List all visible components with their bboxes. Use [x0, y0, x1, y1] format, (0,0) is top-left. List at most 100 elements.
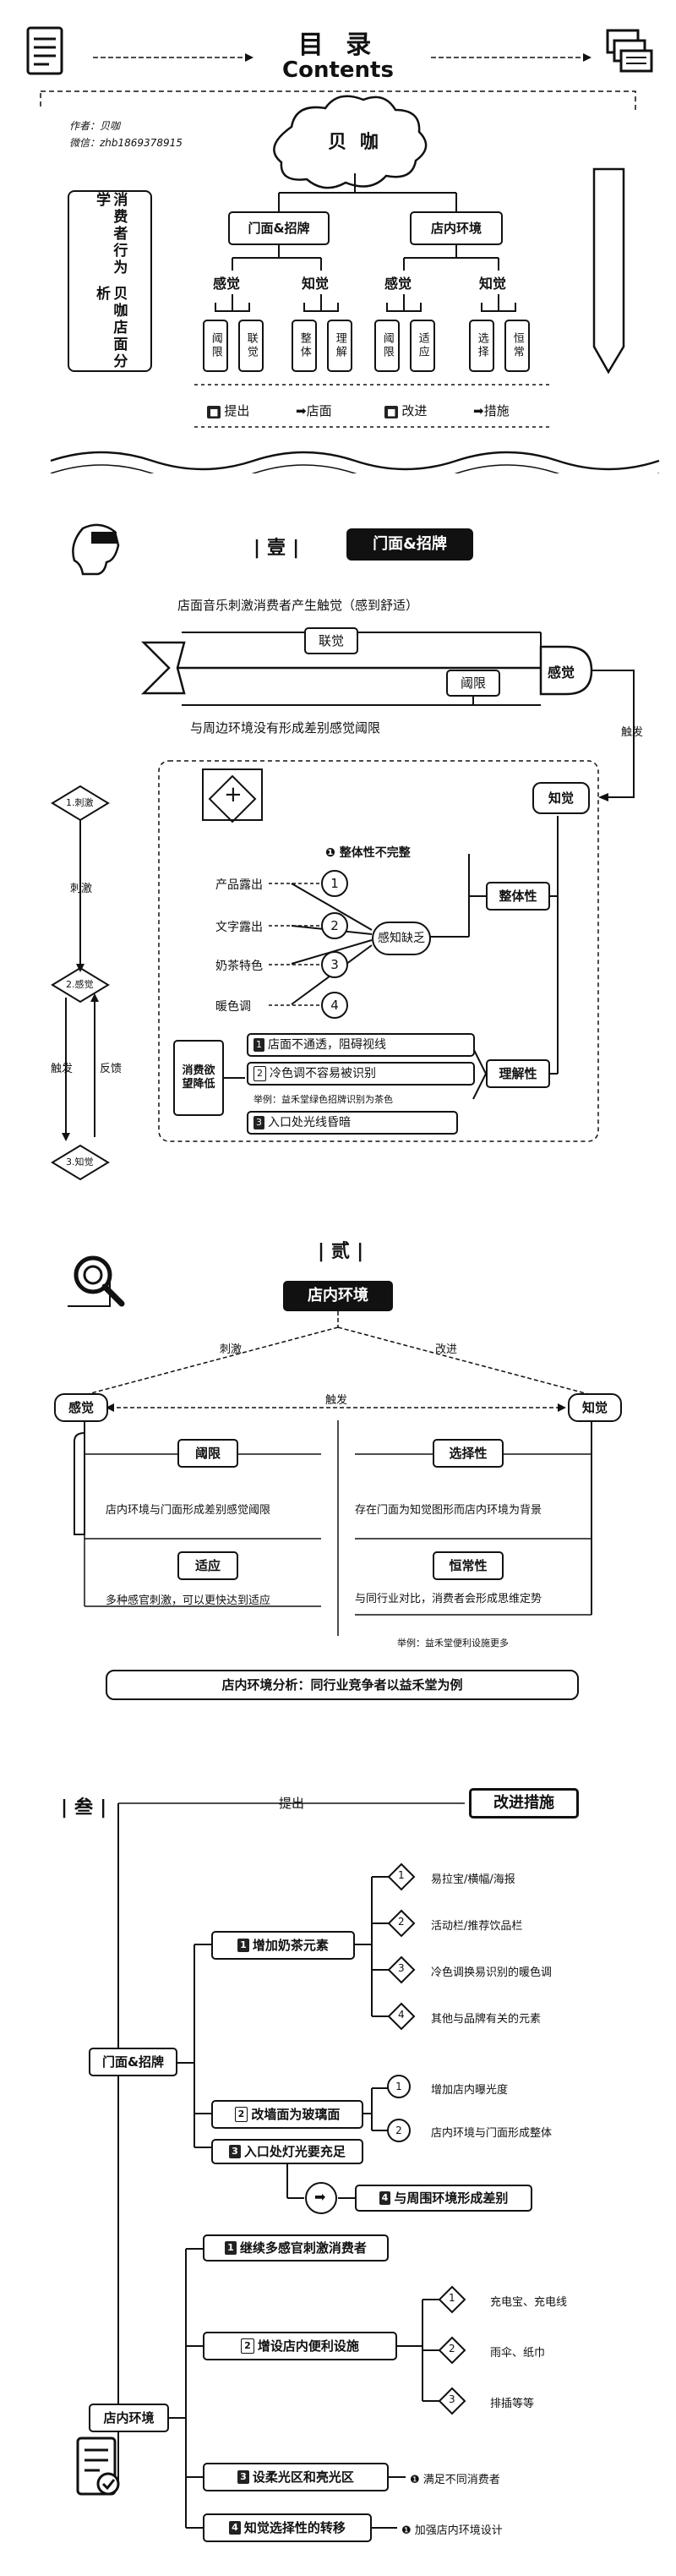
element-2: 冷色调换易识别的暖色调 [431, 1966, 553, 1979]
lack-perception: 感知缺乏 [372, 922, 431, 955]
overview-col1: 消费者行为学 [93, 192, 128, 276]
author-text: 作者：贝咖 [69, 120, 121, 132]
analysis-box: 店内环境分析：同行业竞争者以益禾堂为例 [106, 1670, 579, 1700]
facility-num-3: 3 [449, 2393, 455, 2405]
section1-title: 门面&招牌 [346, 528, 473, 561]
element-1: 活动栏/推荐饮品栏 [431, 1920, 523, 1933]
trigger-label: 触发 [621, 726, 644, 739]
item-feature: 奶茶特色 [215, 960, 263, 973]
wholeness-box: 整体性 [486, 882, 550, 911]
facility-num-2: 2 [449, 2343, 455, 2354]
overview-connectors [50, 95, 660, 473]
one-icon: 1 [225, 2241, 237, 2255]
brand-title: 贝 咖 [328, 132, 382, 153]
facility-num-1: 1 [449, 2292, 455, 2304]
leaf-5: 适应 [410, 320, 435, 372]
trigger-mid: 触发 [325, 1394, 348, 1407]
select-desc: 存在门面为知觉图形而店内环境为背景 [355, 1504, 542, 1517]
arrow-right-icon: ➡ [314, 2189, 326, 2205]
desire-box: 消费欲望降低 [173, 1040, 224, 1116]
two-icon: 2 [234, 2107, 248, 2122]
section2-number: |贰| [318, 1241, 364, 1262]
section3-title: 改进措施 [469, 1788, 579, 1819]
leaf-6: 选择 [469, 320, 494, 372]
meet-text: ❶ 满足不同消费者 [410, 2474, 500, 2486]
bottom-propose: ■提出 [207, 402, 249, 419]
music-text: 店面音乐刺激消费者产生触觉（感到舒适） [177, 598, 419, 613]
sensation-label: 感觉 [548, 665, 575, 681]
vr-headset-icon [57, 511, 125, 579]
threshold-box-2: 阈限 [177, 1439, 238, 1468]
header-arrows [40, 53, 636, 110]
one-icon: 1 [237, 1939, 249, 1952]
wechat-text: 微信：zhb1869378915 [69, 137, 183, 149]
overview-label-box: 消费者行为学 贝咖店面分析 [68, 190, 152, 372]
threshold-box: 阈限 [446, 670, 500, 697]
facility-1: 雨伞、纸巾 [490, 2347, 546, 2360]
glass-item-0: 增加店内曝光度 [431, 2084, 509, 2097]
section3-number: |叁| [61, 1797, 107, 1819]
leaf-4: 阈限 [374, 320, 400, 372]
four-icon: 4 [229, 2521, 241, 2535]
item-num-1: 1 [321, 870, 348, 897]
constancy-desc: 与同行业对比，消费者会形成思维定势 [355, 1593, 542, 1605]
constancy-example: 举例：益禾堂便利设施更多 [397, 1638, 509, 1649]
stacked-pages-icon [604, 25, 655, 76]
item-warm: 暖色调 [215, 1000, 251, 1014]
overview-sense2: 感觉 [384, 276, 412, 292]
understanding-box: 理解性 [486, 1059, 550, 1088]
flow-feedback: 反馈 [100, 1063, 123, 1075]
element-3: 其他与品牌有关的元素 [431, 2013, 542, 2026]
elements-num-1: 1 [398, 1869, 405, 1881]
one-icon: ❶ [401, 2524, 412, 2537]
synesthesia-box: 联觉 [304, 627, 358, 654]
branch-storefront: 门面&招牌 [228, 211, 330, 245]
checklist-icon [74, 2435, 125, 2502]
plus-sign: + [224, 782, 243, 807]
glass-num-2: 2 [387, 2119, 411, 2142]
person-icon: ■ [207, 406, 221, 418]
section2-title: 店内环境 [283, 1281, 393, 1311]
select-box: 选择性 [433, 1439, 504, 1468]
two-icon: 2 [254, 1066, 266, 1081]
one-icon: ❶ [325, 846, 335, 860]
item-num-4: 4 [321, 992, 348, 1019]
section1-connectors [51, 632, 635, 1181]
overview-sense1: 感觉 [213, 276, 241, 292]
elements-num-3: 3 [398, 1962, 405, 1974]
three-icon: 3 [237, 2470, 249, 2484]
magnifier-icon [69, 1251, 128, 1310]
perception-box-2: 知觉 [568, 1393, 622, 1422]
flow-node-2: 2.感觉 [66, 979, 94, 990]
adapt-desc: 多种感官刺激，可以更快达到适应 [106, 1594, 271, 1607]
four-icon: 4 [379, 2191, 391, 2205]
facility-2: 排插等等 [490, 2398, 535, 2410]
glass-item-1: 店内环境与门面形成整体 [431, 2127, 553, 2140]
strengthen-text: ❶ 加强店内环境设计 [401, 2524, 503, 2537]
flow-stimulate: 刺激 [70, 883, 93, 895]
adapt-box: 适应 [177, 1551, 238, 1580]
leaf-1: 联觉 [238, 320, 264, 372]
leaf-3: 理解 [327, 320, 352, 372]
bottom-improve: ■改进 [384, 402, 427, 419]
overview-col2: 贝咖店面分析 [93, 285, 128, 370]
leaf-0: 阈限 [203, 320, 228, 372]
person-icon: ■ [384, 406, 399, 418]
flow-node-1: 1.刺激 [66, 797, 94, 808]
overview-know2: 知觉 [479, 276, 507, 292]
section1-number: |壹| [254, 538, 300, 559]
one-icon: 1 [254, 1038, 264, 1052]
page-subtitle: Contents [282, 57, 394, 83]
constancy-box: 恒常性 [433, 1551, 504, 1580]
item-product: 产品露出 [215, 878, 263, 892]
bottom-storefront: ➡店面 [296, 403, 332, 418]
